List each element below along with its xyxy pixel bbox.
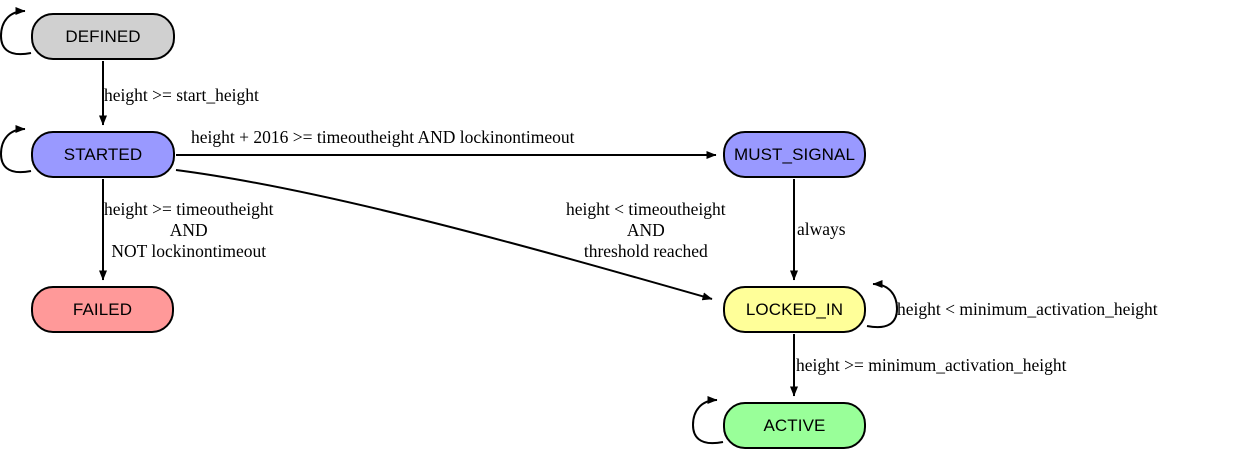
edge-label-locked-in-to-active: height >= minimum_activation_height (796, 355, 1067, 375)
edge-label-started-to-must-signal: height + 2016 >= timeoutheight AND locki… (191, 127, 575, 147)
edge-locked-in-self-loop (866, 280, 899, 329)
state-node-active[interactable]: ACTIVE (723, 402, 866, 449)
state-node-locked-in[interactable]: LOCKED_IN (723, 286, 866, 333)
edge-active-self-loop (691, 396, 724, 445)
edge-label-started-to-locked-in: height < timeoutheight AND threshold rea… (566, 199, 726, 261)
state-node-defined[interactable]: DEFINED (31, 13, 175, 60)
state-label-locked-in: LOCKED_IN (745, 299, 844, 319)
state-label-started: STARTED (63, 144, 143, 164)
state-node-failed[interactable]: FAILED (31, 286, 174, 333)
state-node-must-signal[interactable]: MUST_SIGNAL (723, 131, 866, 178)
edge-defined-self-loop (0, 7, 32, 56)
state-node-started[interactable]: STARTED (31, 131, 175, 178)
edge-label-defined-to-started: height >= start_height (104, 85, 259, 105)
edge-started-to-locked-in (175, 169, 713, 301)
state-label-must-signal: MUST_SIGNAL (733, 144, 856, 164)
state-label-defined: DEFINED (65, 26, 141, 46)
state-label-failed: FAILED (72, 299, 133, 319)
edge-started-self-loop (0, 125, 32, 174)
edge-label-started-to-failed: height >= timeoutheight AND NOT lockinon… (104, 199, 274, 261)
state-label-active: ACTIVE (763, 415, 826, 435)
edge-label-must-signal-to-locked-in: always (797, 219, 846, 239)
edge-label-locked-in-self-loop: height < minimum_activation_height (897, 299, 1158, 319)
